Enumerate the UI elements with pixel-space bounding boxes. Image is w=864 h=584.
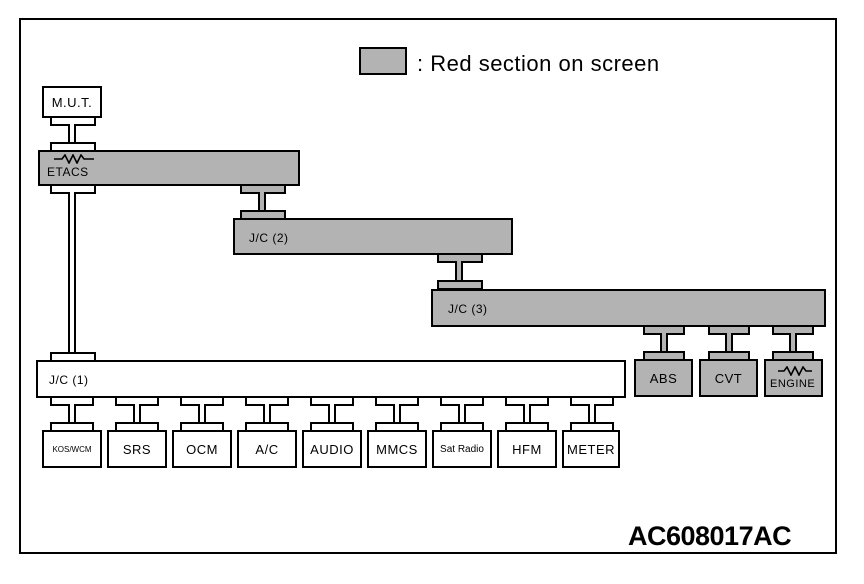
ac-label: A/C: [255, 441, 279, 457]
sat-radio-box: Sat Radio: [432, 430, 492, 468]
etacs-jc1-line: [68, 192, 76, 356]
cvt-label: CVT: [714, 370, 743, 386]
connector-stem: [68, 404, 76, 424]
connector-stem: [458, 404, 466, 424]
kos-wcm-box: KOS/WCM: [42, 430, 102, 468]
engine-stem: [789, 333, 797, 353]
mmcs-label: MMCS: [376, 441, 418, 457]
kos-wcm-label: KOS/WCM: [52, 444, 92, 454]
sat-radio-label: Sat Radio: [440, 443, 484, 455]
mut-label: M.U.T.: [51, 94, 93, 110]
srs-label: SRS: [122, 441, 152, 457]
etacs-box: ETACS: [38, 150, 300, 186]
ac-box: A/C: [237, 430, 297, 468]
etacs-jc2-stem: [258, 192, 266, 212]
legend-text: : Red section on screen: [417, 51, 660, 76]
diagram-frame: [19, 18, 837, 554]
jc2-box: J/C (2): [233, 218, 513, 255]
abs-box: ABS: [634, 359, 693, 397]
audio-box: AUDIO: [302, 430, 362, 468]
audio-label: AUDIO: [310, 441, 354, 457]
resistor-icon: [54, 154, 94, 164]
cvt-box: CVT: [699, 359, 758, 397]
abs-stem: [660, 333, 668, 353]
connector-stem: [588, 404, 596, 424]
resistor-icon: [778, 366, 812, 376]
connector-stem: [263, 404, 271, 424]
mmcs-box: MMCS: [367, 430, 427, 468]
engine-box: ENGINE: [764, 359, 823, 397]
jc1-label: J/C (1): [49, 373, 89, 387]
jc3-label: J/C (3): [448, 302, 488, 316]
connector-stem: [133, 404, 141, 424]
mut-stem: [68, 124, 76, 144]
connector-stem: [328, 404, 336, 424]
jc3-box: J/C (3): [431, 289, 826, 327]
ocm-label: OCM: [186, 441, 218, 457]
meter-box: METER: [562, 430, 620, 468]
connector-stem: [523, 404, 531, 424]
jc2-jc3-stem: [455, 261, 463, 281]
meter-label: METER: [567, 441, 615, 457]
jc2-label: J/C (2): [249, 231, 289, 245]
legend-swatch: [359, 47, 407, 75]
mut-box: M.U.T.: [42, 86, 102, 118]
connector-stem: [393, 404, 401, 424]
hfm-box: HFM: [497, 430, 557, 468]
jc1-box: J/C (1): [36, 360, 626, 398]
engine-label: ENGINE: [770, 378, 816, 390]
etacs-label: ETACS: [47, 165, 89, 179]
cvt-stem: [725, 333, 733, 353]
srs-box: SRS: [107, 430, 167, 468]
connector-stem: [198, 404, 206, 424]
figure-code: AC608017AC: [628, 521, 792, 551]
ocm-box: OCM: [172, 430, 232, 468]
hfm-label: HFM: [512, 441, 542, 457]
abs-label: ABS: [649, 370, 678, 386]
